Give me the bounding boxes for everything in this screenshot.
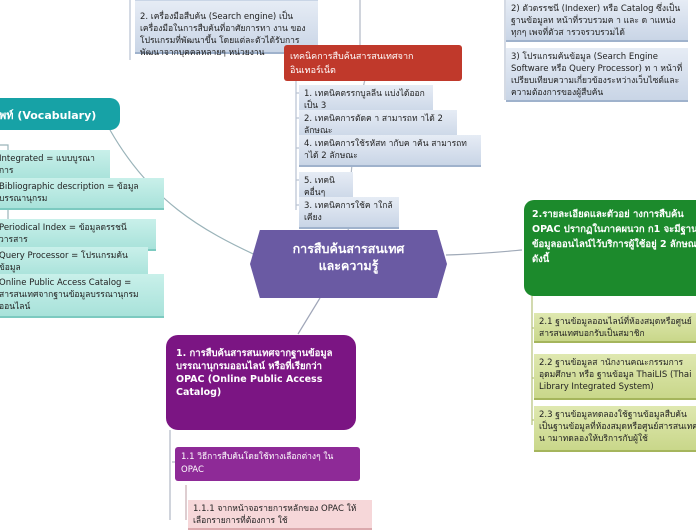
vocab-item-opac[interactable]: Online Public Access Catalog = สารสนเทศจ…	[0, 274, 164, 318]
central-topic-line1: การสืบค้นสารสนเทศ	[292, 241, 405, 256]
opac-catalog-header[interactable]: 1. การสืบค้นสารสนเทศจากฐานข้อมูลบรรณานุก…	[166, 335, 356, 430]
opac-item-2-3[interactable]: 2.3 ฐานข้อมูลทดลองใช้ฐานข้อมูลสืบค้นเป็น…	[534, 406, 696, 452]
opac-item-2-2[interactable]: 2.2 ฐานข้อมูลส านักงานคณะกรรมการอุดมศึกษ…	[534, 354, 696, 400]
central-topic[interactable]: การสืบค้นสารสนเทศ และความรู้	[250, 230, 447, 298]
indexer-note[interactable]: 2) ตัวดรรชนี (Indexer) หรือ Catalog ซึ่ง…	[506, 0, 688, 42]
search-engine-note: 2. เครื่องมือสืบค้น (Search engine) เป็น…	[135, 0, 318, 58]
opac-step-1-1-1[interactable]: 1.1.1 จากหน้าจอรายการหลักของ OPAC ให้เลื…	[188, 500, 372, 530]
opac-item-2-1[interactable]: 2.1 ฐานข้อมูลออนไลน์ที่ห้องสมุดหรือศูนย์…	[534, 313, 696, 343]
technique-item-4[interactable]: 4. เทคนิคการใช้รหัสท ากับค าค้น สามารถท …	[299, 135, 481, 167]
vocab-item-bibliographic[interactable]: Bibliographic description = ข้อมูลบรรณาน…	[0, 178, 164, 210]
central-topic-line2: และความรู้	[318, 258, 379, 273]
opac-details-header[interactable]: 2.รายละเอียดและตัวอย่ างการสืบค้น OPAC ป…	[524, 200, 696, 296]
techniques-header[interactable]: เทคนิคการสืบค้นสารสนเทศจากอินเทอร์เน็ต	[284, 45, 462, 81]
vocabulary-header[interactable]: ศัพท์ (Vocabulary)	[0, 98, 120, 130]
opac-search-methods[interactable]: 1.1 วิธีการสืบค้นโดยใช้ทางเลือกต่างๆ ใน …	[175, 447, 360, 481]
technique-item-3[interactable]: 3. เทคนิคการใช้ค าใกล้เคียง	[299, 197, 399, 229]
query-processor-note[interactable]: 3) โปรแกรมค้นข้อมูล (Search Engine Softw…	[506, 48, 688, 102]
